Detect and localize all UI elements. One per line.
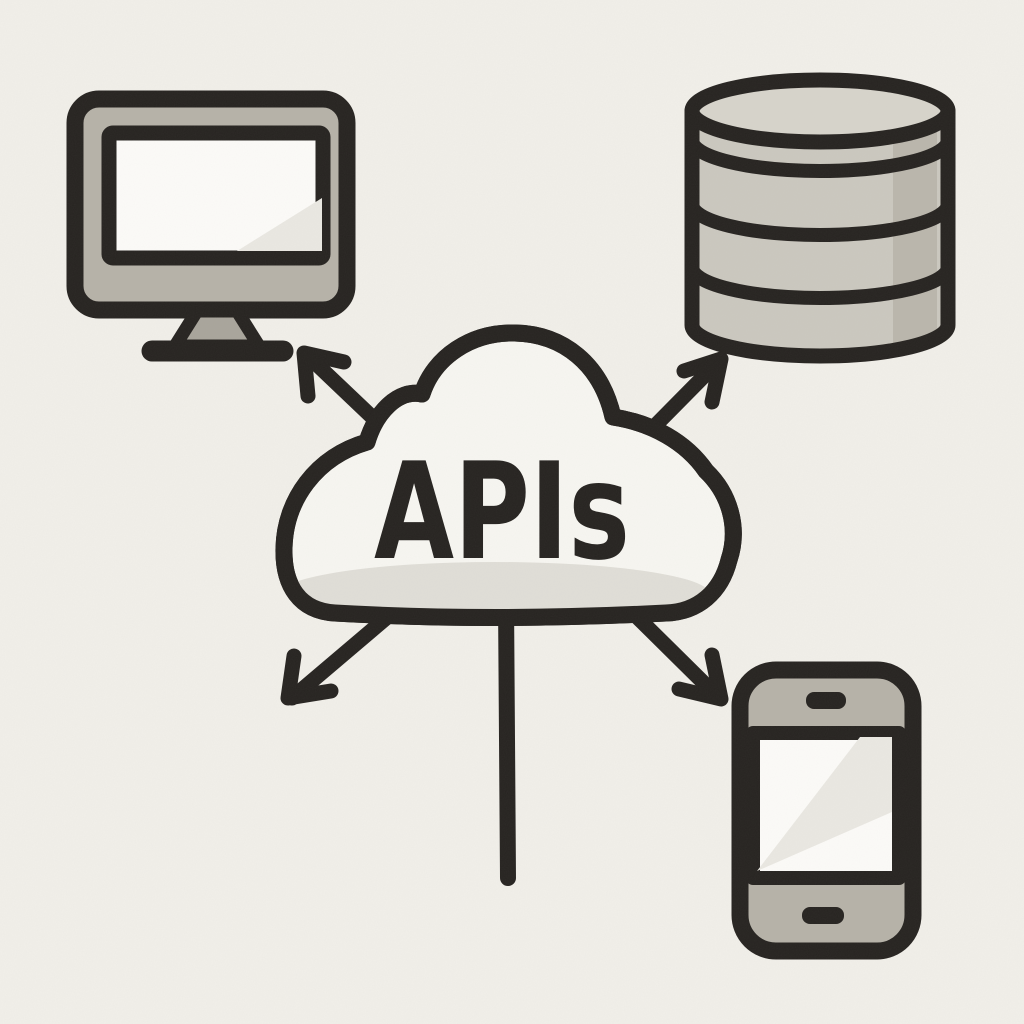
illustration-page: APIs xyxy=(0,0,1024,1024)
paper-texture-overlay xyxy=(0,0,1024,1024)
apis-diagram: APIs xyxy=(0,0,1024,1024)
